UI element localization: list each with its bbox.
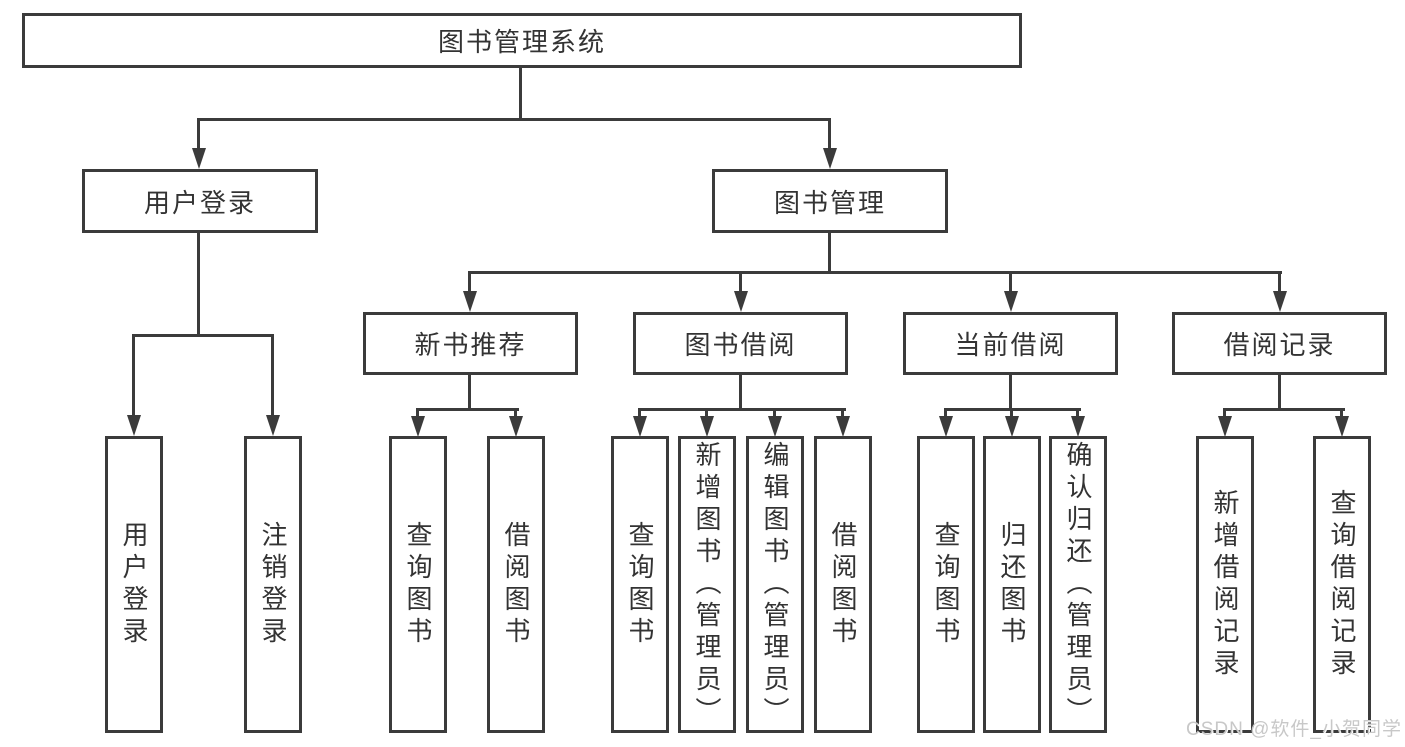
connector-line	[828, 118, 831, 151]
arrow-down-icon	[1071, 416, 1085, 437]
node-label: 借阅记录	[1223, 330, 1336, 360]
connector-line	[1009, 375, 1012, 411]
leaf-label: 查询借阅记录	[1327, 488, 1357, 681]
leaf-query-books-borrow: 查询图书	[611, 436, 669, 733]
arrow-down-icon	[1004, 291, 1018, 312]
arrow-down-icon	[127, 415, 141, 436]
node-label: 图书借阅	[684, 330, 797, 360]
arrow-down-icon	[1218, 416, 1232, 437]
connector-line	[197, 118, 831, 121]
arrow-down-icon	[1335, 416, 1349, 437]
arrow-down-icon	[836, 416, 850, 437]
leaf-label: 查询图书	[931, 520, 961, 649]
connector-line	[1223, 408, 1345, 411]
connector-line	[638, 408, 641, 420]
arrow-down-icon	[411, 416, 425, 437]
leaf-query-borrow-record: 查询借阅记录	[1313, 436, 1371, 733]
arrow-down-icon	[700, 416, 714, 437]
leaf-label: 查询图书	[625, 520, 655, 649]
leaf-user-login: 用户登录	[105, 436, 163, 733]
leaf-label: 用户登录	[119, 520, 149, 649]
leaf-label: 新增图书（管理员）	[692, 440, 722, 729]
connector-line	[773, 408, 776, 420]
connector-line	[739, 375, 742, 411]
arrow-down-icon	[768, 416, 782, 437]
node-label: 新书推荐	[414, 330, 527, 360]
watermark: CSDN @软件_小贺同学	[1186, 719, 1402, 740]
leaf-add-book-admin: 新增图书（管理员）	[678, 436, 736, 733]
leaf-label: 新增借阅记录	[1210, 488, 1240, 681]
connector-line	[739, 271, 742, 293]
leaf-confirm-return-admin: 确认归还（管理员）	[1049, 436, 1107, 733]
leaf-query-books-current: 查询图书	[917, 436, 975, 733]
connector-line	[468, 375, 471, 411]
leaf-label: 编辑图书（管理员）	[760, 440, 790, 729]
leaf-label: 借阅图书	[501, 520, 531, 649]
node-root-label: 图书管理系统	[437, 27, 606, 57]
arrow-down-icon	[633, 416, 647, 437]
connector-line	[1009, 271, 1012, 293]
node-current-borrow: 当前借阅	[903, 312, 1118, 375]
connector-line	[416, 408, 519, 411]
leaf-label: 归还图书	[997, 520, 1027, 649]
connector-line	[519, 68, 522, 121]
node-borrow-records: 借阅记录	[1172, 312, 1387, 375]
connector-line	[828, 233, 831, 274]
connector-line	[705, 408, 708, 420]
connector-line	[1278, 271, 1281, 293]
connector-line	[416, 408, 419, 420]
leaf-label: 查询图书	[403, 520, 433, 649]
connector-line	[1010, 408, 1013, 420]
connector-line	[132, 334, 274, 337]
arrow-down-icon	[939, 416, 953, 437]
connector-line	[197, 118, 200, 151]
arrow-down-icon	[463, 291, 477, 312]
leaf-query-books-recommend: 查询图书	[389, 436, 447, 733]
arrow-down-icon	[1273, 291, 1287, 312]
connector-line	[514, 408, 517, 420]
node-new-book-recommend: 新书推荐	[363, 312, 578, 375]
leaf-borrow-books-recommend: 借阅图书	[487, 436, 545, 733]
node-book-borrow: 图书借阅	[633, 312, 848, 375]
arrow-down-icon	[509, 416, 523, 437]
connector-line	[1278, 375, 1281, 411]
leaf-label: 确认归还（管理员）	[1063, 440, 1093, 729]
connector-line	[468, 271, 1282, 274]
leaf-label: 注销登录	[258, 520, 288, 649]
connector-line	[1340, 408, 1343, 420]
node-book-management: 图书管理	[712, 169, 948, 233]
connector-line	[271, 334, 274, 417]
node-root: 图书管理系统	[22, 13, 1022, 68]
leaf-return-book: 归还图书	[983, 436, 1041, 733]
connector-line	[638, 408, 846, 411]
connector-line	[468, 271, 471, 293]
connector-line	[944, 408, 947, 420]
node-label: 当前借阅	[954, 330, 1067, 360]
arrow-down-icon	[1005, 416, 1019, 437]
leaf-add-borrow-record: 新增借阅记录	[1196, 436, 1254, 733]
node-label: 图书管理	[773, 187, 886, 218]
arrow-down-icon	[192, 148, 206, 169]
arrow-down-icon	[734, 291, 748, 312]
leaf-logout: 注销登录	[244, 436, 302, 733]
connector-line	[841, 408, 844, 420]
leaf-borrow-books: 借阅图书	[814, 436, 872, 733]
leaf-label: 借阅图书	[828, 520, 858, 649]
arrow-down-icon	[266, 415, 280, 436]
leaf-edit-book-admin: 编辑图书（管理员）	[746, 436, 804, 733]
connector-line	[1223, 408, 1226, 420]
connector-line	[1076, 408, 1079, 420]
connector-line	[197, 233, 200, 337]
node-label: 用户登录	[143, 187, 256, 218]
connector-line	[132, 334, 135, 417]
node-user-login: 用户登录	[82, 169, 318, 233]
arrow-down-icon	[823, 148, 837, 169]
